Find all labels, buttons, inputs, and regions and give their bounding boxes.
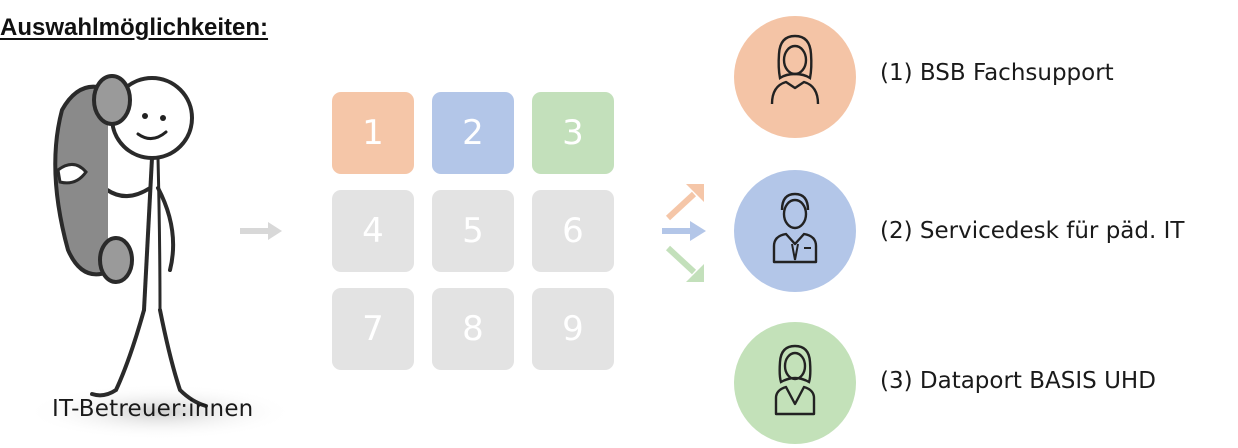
key-label: 7: [362, 309, 384, 349]
arrow-down-right-icon: [665, 245, 704, 282]
option-label: (2) Servicedesk für päd. IT: [880, 218, 1185, 244]
key-label: 6: [562, 211, 584, 251]
option-circle: [734, 16, 856, 138]
diagram-heading: Auswahlmöglichkeiten:: [0, 14, 269, 41]
key-5[interactable]: 5: [432, 190, 514, 272]
key-7[interactable]: 7: [332, 288, 414, 370]
stick-figure-illustration: [25, 74, 295, 440]
arrow-right-icon: [662, 221, 706, 241]
caller-figure: IT-Betreuer:innen: [20, 60, 300, 444]
key-3[interactable]: 3: [532, 92, 614, 174]
businesswoman-icon: [774, 344, 816, 416]
caller-label: IT-Betreuer:innen: [52, 396, 254, 422]
key-label: 4: [362, 211, 384, 251]
woman-icon: [770, 34, 820, 105]
key-label: 2: [462, 113, 484, 153]
key-4[interactable]: 4: [332, 190, 414, 272]
key-label: 3: [562, 113, 584, 153]
key-label: 8: [462, 309, 484, 349]
key-9[interactable]: 9: [532, 288, 614, 370]
arrow-up-right-icon: [665, 184, 704, 221]
keypad: 1 2 3 4 5 6 7 8 9: [332, 92, 614, 374]
key-label: 9: [562, 309, 584, 349]
gray-arrow-icon: [240, 222, 282, 240]
option-label: (1) BSB Fachsupport: [880, 60, 1114, 86]
key-label: 5: [462, 211, 484, 251]
businessman-icon: [772, 192, 818, 264]
option-circle: [734, 322, 856, 444]
option-label: (3) Dataport BASIS UHD: [880, 368, 1156, 394]
key-1[interactable]: 1: [332, 92, 414, 174]
key-6[interactable]: 6: [532, 190, 614, 272]
key-label: 1: [362, 113, 384, 153]
option-circle: [734, 170, 856, 292]
key-8[interactable]: 8: [432, 288, 514, 370]
key-2[interactable]: 2: [432, 92, 514, 174]
